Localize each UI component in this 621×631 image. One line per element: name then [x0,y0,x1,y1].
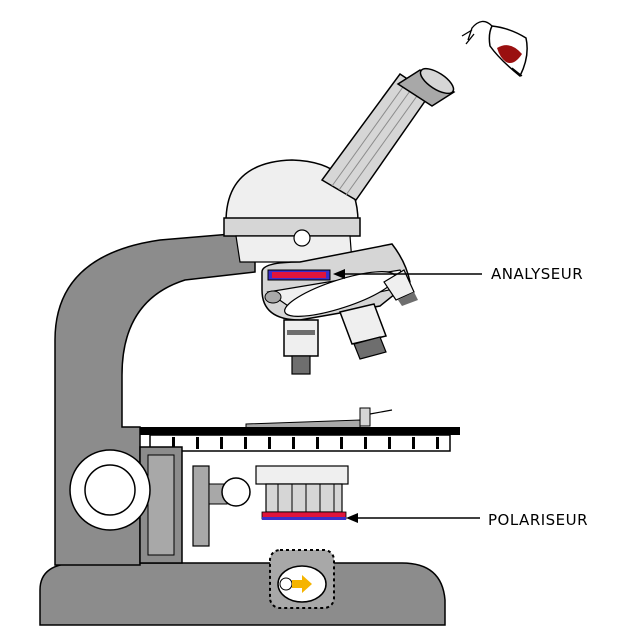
stage [140,408,460,451]
eye-icon [462,21,527,76]
analyser-filter [268,270,330,280]
polariser-filter [262,512,346,520]
lamp-icon [270,550,334,608]
analyser-label: ANALYSEUR [491,265,583,283]
polariser-label: POLARISEUR [488,511,588,529]
objective-lens-2 [340,304,386,359]
arrow-polariseur [346,513,480,523]
objective-lens-1 [284,320,318,374]
condenser [193,466,348,546]
microscope-base [40,563,445,625]
